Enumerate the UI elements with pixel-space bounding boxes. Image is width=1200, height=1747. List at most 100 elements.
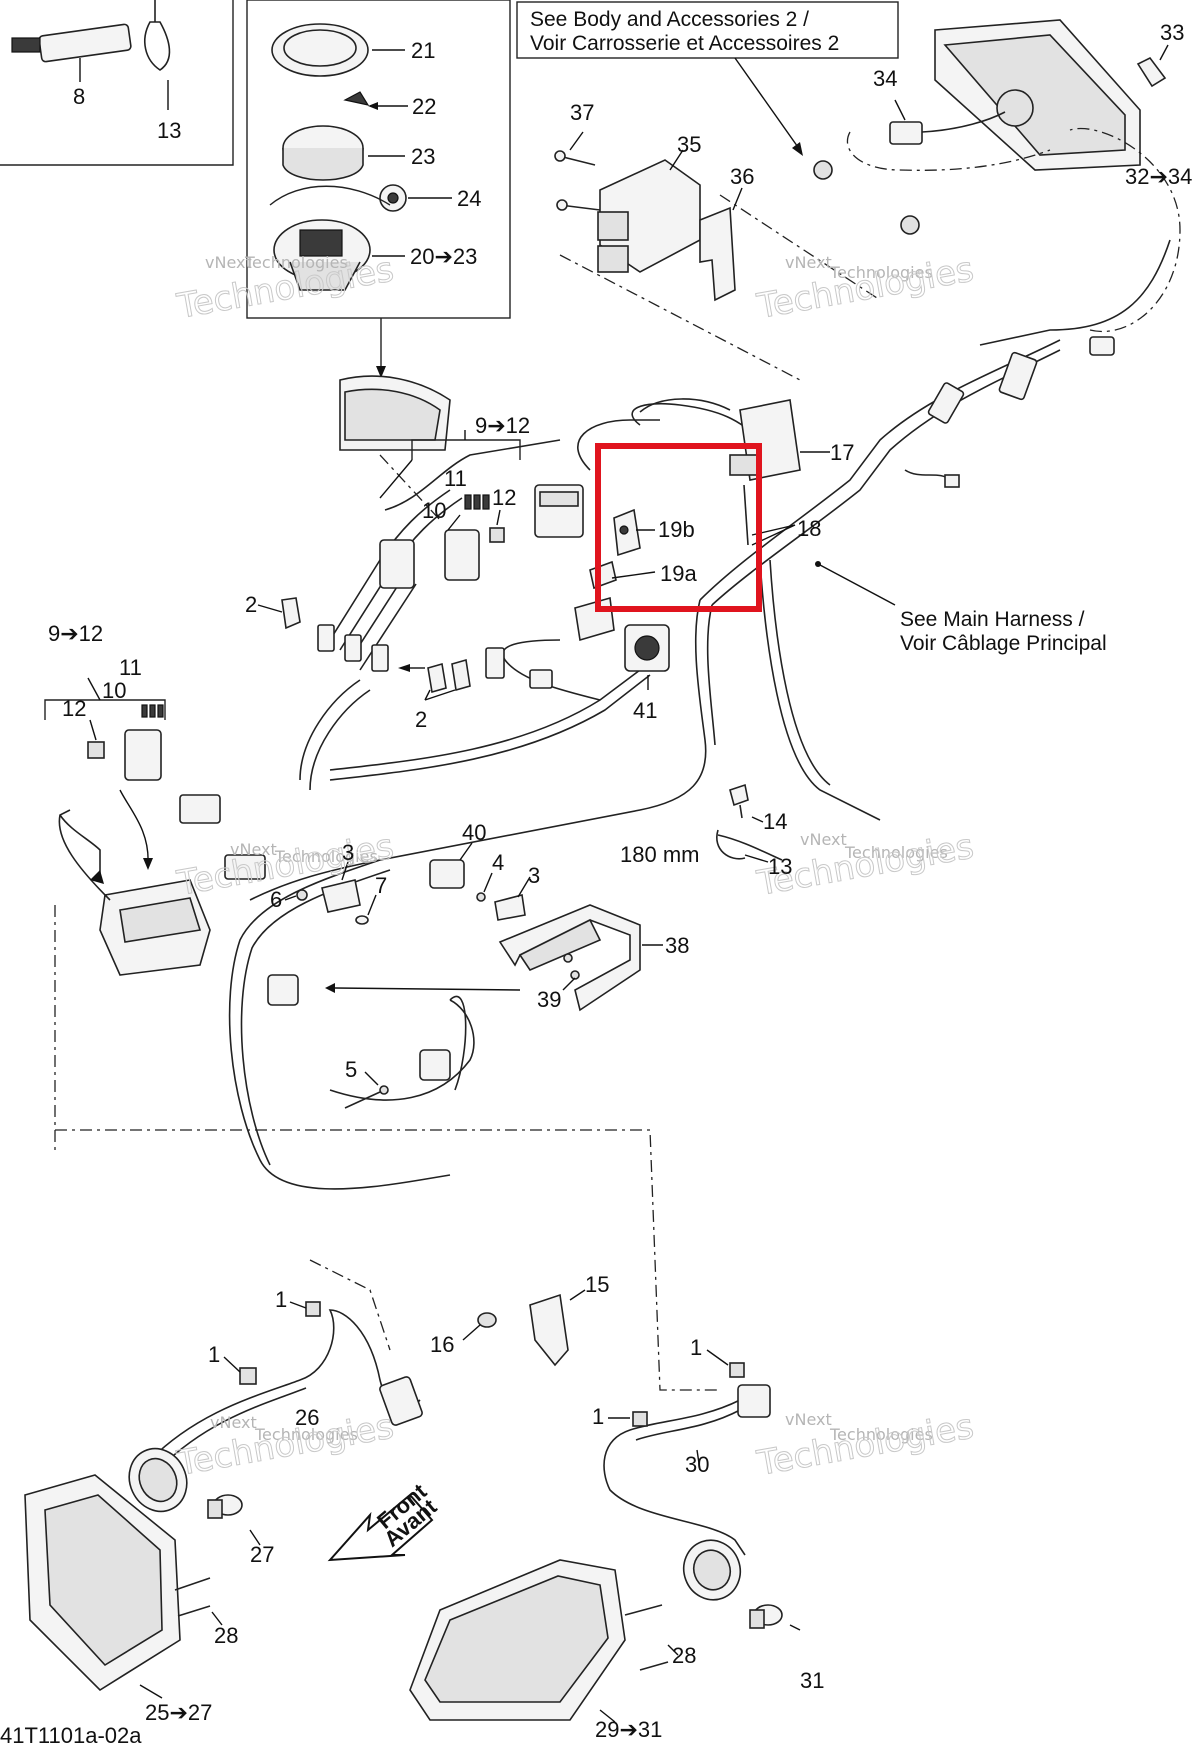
callout-5: 5 <box>345 1057 357 1082</box>
callout-25-27: 25➔27 <box>145 1700 212 1725</box>
callout-1-b: 1 <box>208 1342 220 1367</box>
cable-tie-part-13-inset <box>144 0 171 110</box>
watermark-technologies: Technologies <box>829 263 933 282</box>
callout-10-top: 10 <box>422 498 446 523</box>
callout-12-left: 12 <box>62 696 86 721</box>
gauge-clip-part-22 <box>343 91 408 110</box>
clips-part-2 <box>257 597 471 701</box>
highlight-box-19 <box>595 443 762 612</box>
watermark-technologies: Technologies <box>844 843 948 862</box>
figure-code: 41T1101a-02a <box>0 1723 142 1747</box>
harness-connectors-right <box>904 336 1115 488</box>
callout-13-mid: 13 <box>768 854 792 879</box>
gauge-bezel-part-21 <box>271 23 405 77</box>
switch-part-17 <box>729 399 830 481</box>
callout-12-top: 12 <box>492 485 516 510</box>
callout-3-right: 3 <box>528 863 540 888</box>
screws-part-28-right <box>624 1604 679 1671</box>
connector-kit-top <box>379 430 584 589</box>
grease-tube-part-8 <box>11 23 132 82</box>
bracket-part-3-left <box>321 861 361 913</box>
callout-36: 36 <box>730 164 754 189</box>
callout-38: 38 <box>665 933 689 958</box>
callout-19a: 19a <box>660 561 697 586</box>
main-harness-wires <box>228 239 1171 1190</box>
cable-tie-part-13-mid <box>716 829 783 863</box>
gauge-knob-part-24 <box>379 184 452 212</box>
callout-180mm: 180 mm <box>620 842 699 867</box>
callout-28-right: 28 <box>672 1643 696 1668</box>
front-direction-arrow: Front Avant <box>327 1478 442 1562</box>
callout-2-bottom: 2 <box>415 707 427 732</box>
callout-18: 18 <box>797 516 821 541</box>
watermark-technologies: Technologies <box>244 253 348 272</box>
connector-part-41 <box>624 624 670 690</box>
bulb-part-31 <box>749 1604 801 1631</box>
headlamp-socket-right <box>682 1539 742 1601</box>
watermark-vnext: vNext <box>785 1410 832 1429</box>
taillight-housing-part-32 <box>934 19 1141 171</box>
clip-part-15 <box>529 1289 586 1367</box>
nut-part-4 <box>476 872 493 902</box>
callout-34: 34 <box>873 66 897 91</box>
fuse-box <box>58 809 211 976</box>
watermark-technologies: Technologies <box>254 1425 358 1444</box>
callout-9-12-left: 9➔12 <box>48 621 103 646</box>
callout-32-34: 32➔34 <box>1125 164 1192 189</box>
inset-frames <box>0 0 899 378</box>
callout-14: 14 <box>763 809 787 834</box>
callout-19b: 19b <box>658 517 695 542</box>
callout-20-23: 20➔23 <box>410 244 477 269</box>
callout-7: 7 <box>375 873 387 898</box>
connector-kit-left <box>44 677 166 870</box>
callout-15: 15 <box>585 1272 609 1297</box>
watermarks: vNext Technologies Technologies vNext Te… <box>173 249 977 1484</box>
relay-module-part-35 <box>597 149 701 273</box>
taillight-connector-part-34 <box>889 99 1006 145</box>
callout-40: 40 <box>462 820 486 845</box>
screw-part-18 <box>743 484 796 546</box>
callout-10-left: 10 <box>102 678 126 703</box>
headlamp-housing-part-29 <box>409 1559 626 1723</box>
callout-3-left: 3 <box>342 840 354 865</box>
callout-35: 35 <box>677 132 701 157</box>
harness-part-30 <box>603 1362 771 1556</box>
callout-17: 17 <box>830 440 854 465</box>
callout-39: 39 <box>537 987 561 1012</box>
callout-1-a: 1 <box>275 1287 287 1312</box>
relay-connector-left <box>179 794 266 880</box>
pushpin-part-14 <box>729 783 764 823</box>
watermark-vnext: vNext <box>785 253 832 272</box>
connector-part-40 <box>429 842 473 889</box>
callout-22: 22 <box>412 94 436 119</box>
callout-28-left: 28 <box>214 1623 238 1648</box>
watermark-technologies-large: Technologies <box>174 827 397 904</box>
gauge-cluster-part-20 <box>273 219 405 291</box>
bulb-part-33 <box>1136 44 1169 88</box>
bracket-part-3-right <box>494 876 531 921</box>
bracket-part-38 <box>498 904 663 1012</box>
note-main-harness-line2: Voir Câblage Principal <box>900 632 1107 655</box>
callout-21: 21 <box>411 38 435 63</box>
callout-4: 4 <box>492 850 504 875</box>
callout-labels: 8 13 21 22 23 24 20➔23 33 34 32➔34 37 35… <box>48 20 1192 1742</box>
harness-part-26 <box>149 1301 423 1469</box>
callout-16: 16 <box>430 1332 454 1357</box>
bracket-part-36 <box>699 187 743 302</box>
gauge-housing <box>339 375 451 451</box>
callout-6: 6 <box>270 887 282 912</box>
callout-1-c: 1 <box>690 1335 702 1360</box>
note-body-accessories-line2: Voir Carrosserie et Accessoires 2 <box>530 32 839 55</box>
note-main-harness-line1: See Main Harness / <box>900 608 1085 631</box>
callout-27: 27 <box>250 1542 274 1567</box>
sensor-part-5 <box>344 1071 389 1109</box>
callout-30: 30 <box>685 1452 709 1477</box>
headlamp-socket-left <box>128 1447 188 1513</box>
gauge-lens-part-23 <box>282 125 405 181</box>
callout-24: 24 <box>457 186 481 211</box>
screws-part-39 <box>562 953 580 991</box>
screw-part-37 <box>554 131 601 211</box>
callout-9-12-top: 9➔12 <box>475 413 530 438</box>
callout-1-d: 1 <box>592 1404 604 1429</box>
